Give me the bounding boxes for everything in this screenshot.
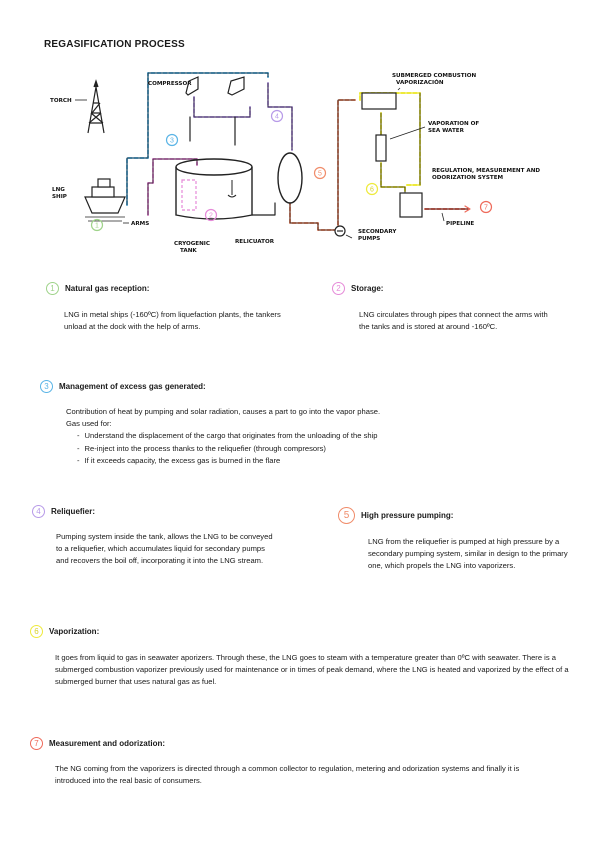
number-badge-1: 1 [46, 282, 59, 295]
section-text: Pumping system inside the tank, allows t… [56, 532, 273, 566]
section-measurement: 7 Measurement and odorization: The NG com… [30, 737, 570, 787]
diagram-badge-2: 2 [204, 208, 218, 222]
section-title: Storage: [351, 284, 384, 293]
gas-uses-list: Understand the displacement of the cargo… [66, 430, 580, 467]
section-title: High pressure pumping: [361, 511, 454, 520]
number-badge-2: 2 [332, 282, 345, 295]
label-arms: ARMS [131, 221, 149, 227]
label-compressor: COMPRESSOR [148, 81, 192, 87]
section-title: Management of excess gas generated: [59, 382, 206, 391]
lng-ship-icon [84, 178, 126, 222]
label-secondary-pumps: SECONDARY PUMPS [358, 229, 398, 242]
svg-text:2: 2 [209, 213, 213, 220]
section-text: Contribution of heat by pumping and sola… [66, 407, 381, 416]
compressor-icon [185, 76, 245, 96]
list-item: If it exceeds capacity, the excess gas i… [85, 455, 580, 467]
label-pipeline: PIPELINE [446, 221, 474, 227]
section-text: LNG from the reliquefier is pumped at hi… [368, 537, 568, 571]
cryogenic-tank-icon [175, 158, 253, 220]
number-badge-3: 3 [40, 380, 53, 393]
section-reliquefier: 4 Reliquefier: Pumping system inside the … [32, 505, 292, 568]
label-seawater-vaporization: VAPORATION OF SEA WATER [428, 121, 481, 134]
label-relicuator: RELICUATOR [235, 239, 275, 245]
reliquefier-icon [277, 152, 303, 204]
section-excess-gas: 3 Management of excess gas generated: Con… [40, 380, 580, 467]
diagram-badge-4: 4 [270, 109, 284, 123]
label-regulation-system: REGULATION, MEASUREMENT AND ODORIZATION … [432, 168, 542, 181]
section-storage: 2 Storage: LNG circulates through pipes t… [332, 282, 572, 333]
liquid-line-pink [147, 158, 198, 216]
diagram-badge-3: 3 [165, 133, 179, 147]
label-submerged-combustion: SUBMERGED COMBUSTION VAPORIZACIÓN [392, 73, 478, 86]
torch-icon [87, 79, 105, 134]
section-reception: 1 Natural gas reception: LNG in metal shi… [46, 282, 296, 333]
section-high-pressure: 5 High pressure pumping: LNG from the rel… [338, 507, 588, 573]
diagram-badge-5: 5 [313, 166, 327, 180]
label-lng-ship: LNG SHIP [52, 187, 67, 200]
number-badge-7: 7 [30, 737, 43, 750]
svg-text:7: 7 [484, 205, 488, 212]
regulation-system-icon [399, 192, 423, 218]
section-title: Measurement and odorization: [49, 739, 166, 748]
section-title: Reliquefier: [51, 507, 96, 516]
section-vaporization: 6 Vaporization: It goes from liquid to ga… [30, 625, 598, 689]
section-subtext: Gas used for: [66, 419, 112, 429]
list-item: Re-inject into the process thanks to the… [85, 443, 580, 455]
svg-text:6: 6 [370, 187, 374, 194]
svg-text:4: 4 [275, 114, 279, 121]
seawater-vaporizer-icon [375, 134, 387, 162]
svg-text:5: 5 [318, 171, 322, 178]
section-title: Natural gas reception: [65, 284, 150, 293]
svg-text:1: 1 [95, 223, 99, 230]
label-cryogenic-tank: CRYOGENIC TANK [174, 241, 212, 254]
list-item: Understand the displacement of the cargo… [85, 430, 580, 442]
diagram-badge-7: 7 [479, 200, 493, 214]
number-badge-4: 4 [32, 505, 45, 518]
page-title: REGASIFICATION PROCESS [44, 39, 185, 50]
submerged-vaporizer-icon [361, 92, 397, 110]
section-text: LNG in metal ships (-160ºC) from liquefa… [64, 310, 281, 332]
process-diagram: TORCH COMPRESSOR LNG SHIP ARMS CRYOGENIC… [50, 72, 542, 254]
secondary-pump-icon [334, 225, 346, 237]
number-badge-5: 5 [338, 507, 355, 524]
section-text: LNG circulates through pipes that connec… [359, 310, 548, 332]
number-badge-6: 6 [30, 625, 43, 638]
svg-text:3: 3 [170, 138, 174, 145]
section-text: It goes from liquid to gas in seawater a… [55, 653, 569, 687]
section-title: Vaporization: [49, 627, 100, 636]
diagram-badge-1: 1 [90, 218, 104, 232]
diagram-badge-6: 6 [365, 182, 379, 196]
section-text: The NG coming from the vaporizers is dir… [55, 764, 520, 786]
label-torch: TORCH [50, 98, 72, 104]
